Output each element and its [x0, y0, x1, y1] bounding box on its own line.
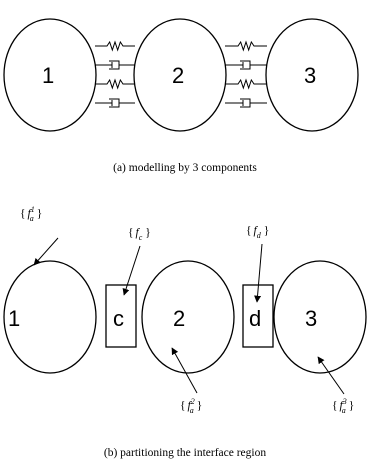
force-label-fd: {fd} — [246, 225, 269, 240]
damper-link — [95, 98, 135, 108]
region-2-ellipse — [141, 260, 235, 374]
spring-damper-links-2-3 — [225, 40, 267, 108]
arrow-fd — [254, 243, 263, 303]
spring-damper-links-1-2 — [95, 40, 135, 108]
component-3-ellipse — [265, 18, 359, 132]
damper-link — [225, 60, 267, 70]
caption-b: (b) partitioning the interface region — [104, 447, 266, 459]
region-d-label: d — [249, 306, 261, 331]
spring-link — [95, 78, 135, 90]
component-2-label: 2 — [172, 63, 184, 88]
region-2-label: 2 — [173, 306, 185, 331]
region-3-label: 3 — [305, 306, 317, 331]
region-1-label: 1 — [8, 306, 20, 331]
spring-link — [225, 40, 267, 52]
component-1-ellipse — [3, 18, 97, 132]
damper-link — [95, 60, 135, 70]
component-3-label: 3 — [304, 63, 316, 88]
component-2-ellipse — [133, 18, 227, 132]
component-1-label: 1 — [42, 63, 54, 88]
panel-a: 1 2 3 (a) modelling by 3 components — [3, 18, 359, 174]
arrow-fa1 — [33, 237, 59, 266]
caption-a: (a) modelling by 3 components — [113, 162, 257, 174]
damper-link — [225, 98, 267, 108]
interface-region-c — [105, 284, 137, 348]
region-c-label: c — [113, 306, 124, 331]
region-1-ellipse — [3, 260, 97, 374]
arrow-fa2 — [171, 347, 198, 394]
force-label-fc: {fc} — [128, 227, 151, 242]
spring-link — [95, 40, 135, 52]
arrow-fa3 — [317, 356, 345, 395]
spring-link — [225, 78, 267, 90]
region-3-ellipse — [273, 260, 367, 374]
arrow-fc — [122, 245, 141, 296]
